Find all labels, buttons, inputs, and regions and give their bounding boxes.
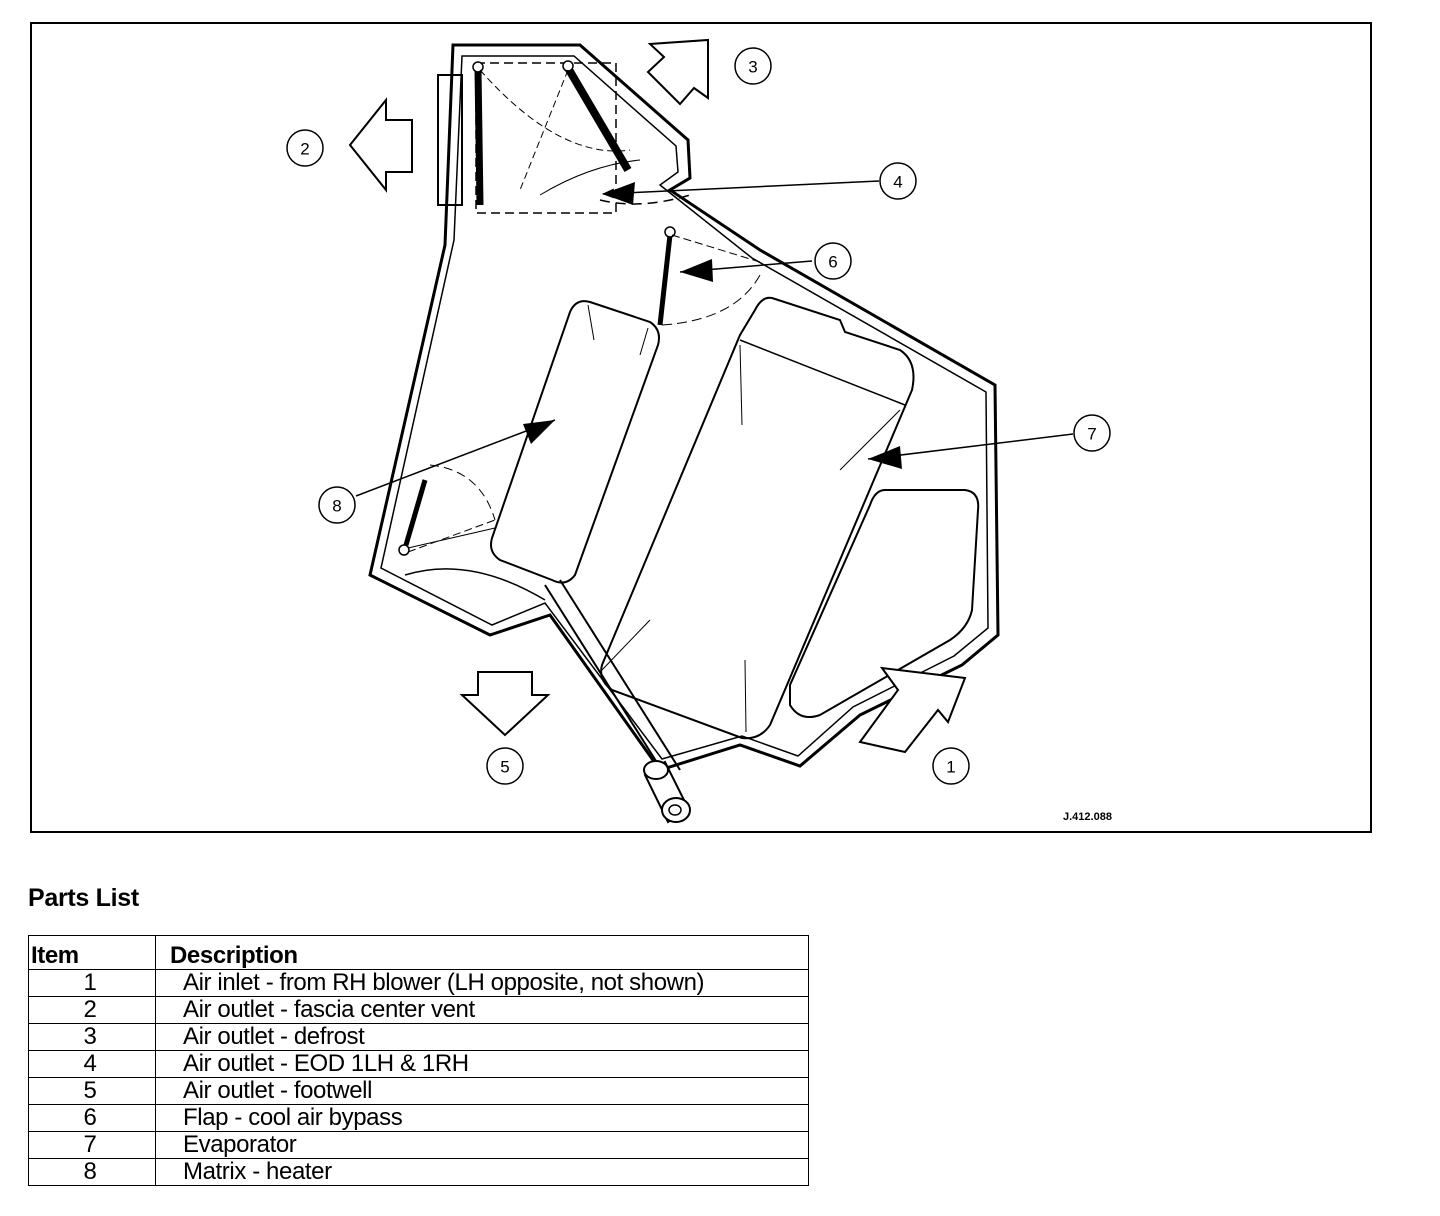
callout-label: 1: [946, 758, 955, 777]
heater-matrix: [490, 300, 660, 584]
table-row: 6 Flap - cool air bypass: [28, 1104, 809, 1132]
inlet-duct-panel: [789, 489, 980, 718]
callout-label: 5: [500, 758, 509, 777]
table-row: 8 Matrix - heater: [28, 1158, 809, 1186]
airflow-arrow-outlet-5-icon: [459, 671, 551, 737]
vent-flap-bar-left: [474, 69, 484, 206]
item-number: 6: [28, 1104, 156, 1132]
callout-2: 2: [286, 129, 324, 167]
item-number: 8: [28, 1158, 156, 1186]
item-number: 5: [28, 1077, 156, 1105]
column-header-item: Item: [28, 935, 156, 970]
callout-label: 6: [828, 253, 837, 272]
defrost-flap-bar: [564, 65, 632, 173]
evaporator: [600, 296, 915, 740]
item-description: Flap - cool air bypass: [155, 1104, 809, 1132]
item-number: 7: [28, 1131, 156, 1159]
item-description: Air outlet - defrost: [155, 1023, 809, 1051]
callout-1: 1: [932, 747, 970, 785]
callout-7: 7: [1073, 414, 1111, 452]
column-header-description: Description: [155, 935, 809, 970]
leader-arrowhead-7: [868, 446, 902, 469]
table-header-row: Item Description: [28, 935, 809, 970]
bypass-flap-bar: [657, 234, 673, 326]
callout-label: 3: [748, 58, 757, 77]
callout-label: 8: [332, 497, 341, 516]
hvac-diagram-frame: [30, 22, 1372, 833]
item-description: Evaporator: [155, 1131, 809, 1159]
callout-5: 5: [486, 747, 524, 785]
table-row: 2 Air outlet - fascia center vent: [28, 996, 809, 1024]
callout-label: 7: [1087, 425, 1096, 444]
actuator-motor: [643, 760, 691, 824]
leader-arrowhead-4: [603, 182, 635, 205]
center-vent-flap-box: [475, 62, 617, 214]
item-number: 4: [28, 1050, 156, 1078]
callout-3: 3: [734, 47, 772, 85]
parts-list-table: Item Description 1 Air inlet - from RH b…: [28, 935, 809, 1186]
airflow-arrow-outlet-2-icon: [348, 97, 413, 193]
airflow-arrow-outlet-3-icon: [646, 38, 709, 106]
callout-label: 2: [300, 140, 309, 159]
item-description: Matrix - heater: [155, 1158, 809, 1186]
parts-list-title: Parts List: [28, 884, 139, 912]
item-description: Air outlet - EOD 1LH & 1RH: [155, 1050, 809, 1078]
callout-6: 6: [814, 242, 852, 280]
item-number: 2: [28, 996, 156, 1024]
callout-label: 4: [893, 173, 902, 192]
housing-inner-outline: [380, 55, 989, 760]
table-row: 4 Air outlet - EOD 1LH & 1RH: [28, 1050, 809, 1078]
leader-arrowhead-8: [523, 420, 555, 444]
hvac-unit-diagram: 1 2 3 4 5 6 7 8 J.412.088: [286, 38, 1112, 824]
item-description: Air outlet - footwell: [155, 1077, 809, 1105]
table-row: 3 Air outlet - defrost: [28, 1023, 809, 1051]
leader-arrowhead-6: [680, 259, 713, 282]
item-description: Air outlet - fascia center vent: [155, 996, 809, 1024]
item-number: 1: [28, 969, 156, 997]
footwell-flap-bar: [403, 479, 428, 546]
table-row: 5 Air outlet - footwell: [28, 1077, 809, 1105]
table-row: 7 Evaporator: [28, 1131, 809, 1159]
item-number: 3: [28, 1023, 156, 1051]
callout-8: 8: [318, 486, 356, 524]
airflow-arrow-inlet-1-icon: [858, 666, 967, 754]
item-description: Air inlet - from RH blower (LH opposite,…: [155, 969, 809, 997]
table-row: 1 Air inlet - from RH blower (LH opposit…: [28, 969, 809, 997]
outlet-chamber: [437, 74, 463, 206]
diagram-reference-code: J.412.088: [1063, 811, 1112, 823]
callout-4: 4: [879, 162, 917, 200]
